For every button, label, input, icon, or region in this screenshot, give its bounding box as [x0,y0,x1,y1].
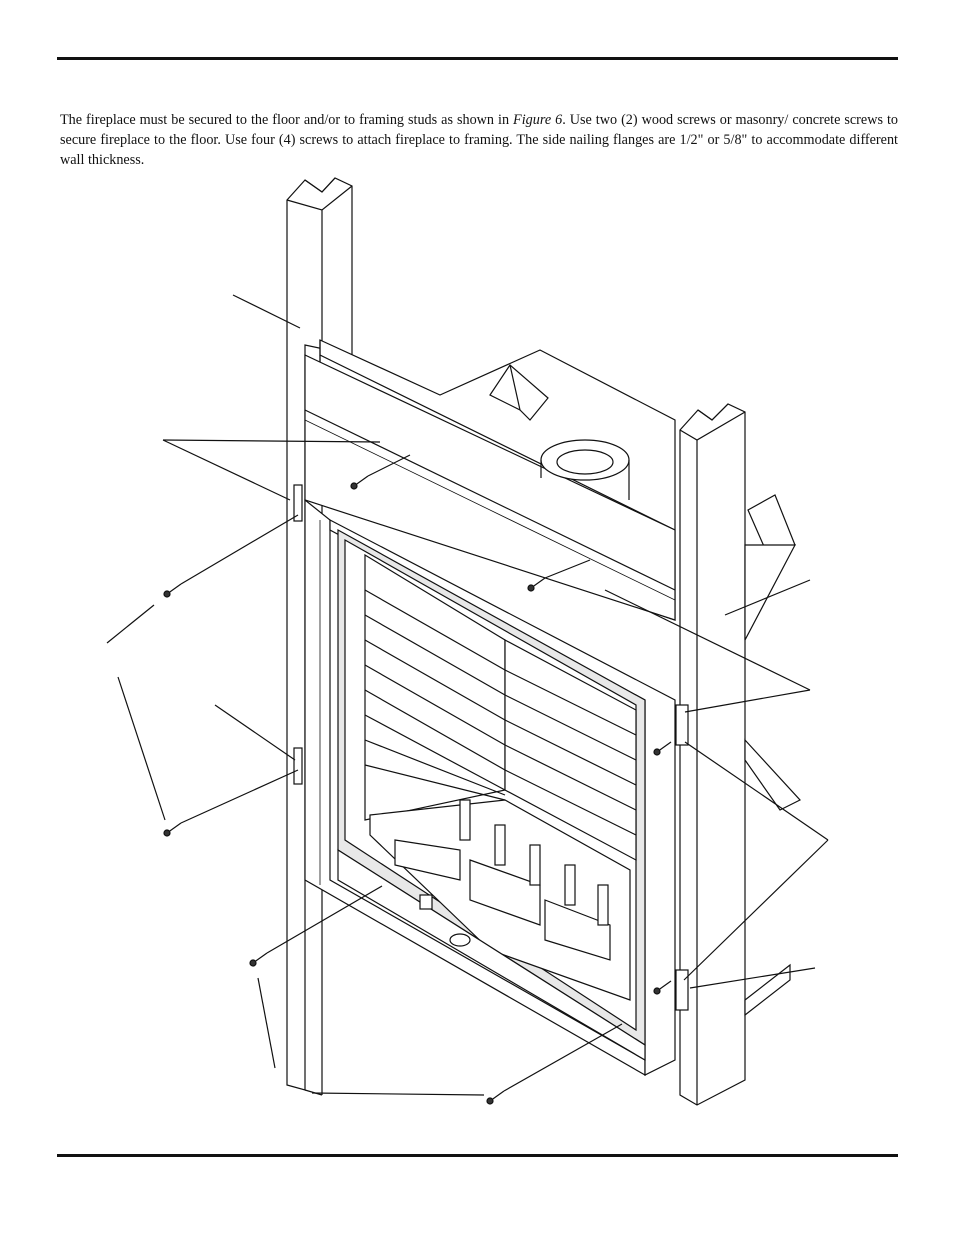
screw-right-upper [653,741,672,756]
top-rule [57,57,898,60]
right-framing-stud [679,403,746,1106]
intro-text-2: . Use two (2) wood screws or masonry/ co… [60,112,898,168]
callout-leaders [106,294,829,1096]
log-grate-posts [459,799,609,926]
intro-paragraph: The fireplace must be secured to the flo… [60,110,898,170]
screw-top-right-hood [527,577,546,592]
screw-left-lower [163,822,182,837]
bottom-rule [57,1154,898,1157]
screw-top-left-hood [350,475,369,490]
firebox [337,528,646,1062]
intro-text-1: The fireplace must be secured to the flo… [60,112,514,128]
screw-floor-left [249,952,268,967]
screw-left-upper [163,583,182,598]
screw-floor-right [486,1090,505,1105]
screw-guide-lines [180,454,623,1092]
figure-reference: Figure 6 [513,112,563,128]
side-standoff [744,494,801,1017]
fireplace-top-body [304,339,676,621]
screw-right-lower [653,980,672,995]
screw-icon [163,475,672,1105]
